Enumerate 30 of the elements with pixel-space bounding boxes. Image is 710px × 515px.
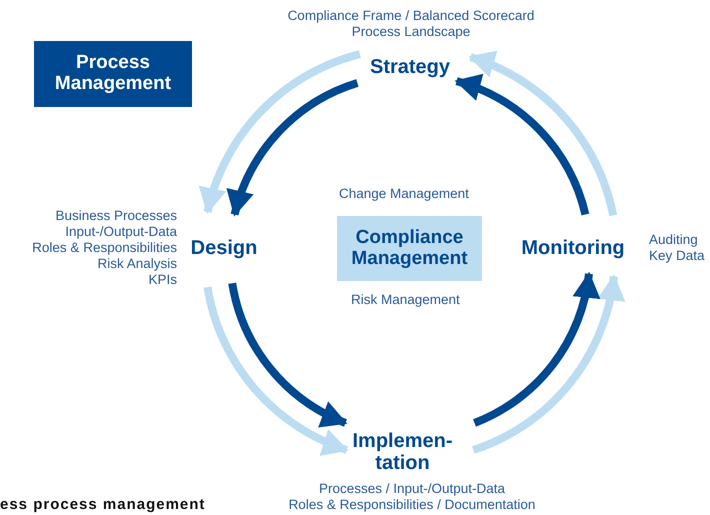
- caption-text: ess process management: [0, 496, 206, 513]
- box-title: Process Management: [54, 53, 172, 95]
- stage-label: Implemen- tation: [350, 428, 455, 476]
- annotation-text: Key Data: [649, 248, 706, 264]
- annotation-text: Input-/Output-Data: [64, 224, 177, 240]
- stage-label: Monitoring: [510, 235, 636, 261]
- stage-label: Design: [184, 235, 264, 261]
- curved-arrow: [472, 274, 624, 454]
- curved-arrow: [228, 282, 348, 427]
- curved-arrow: [204, 286, 349, 454]
- annotation-text: Risk Analysis: [96, 256, 177, 272]
- topic-label: Risk Management: [351, 292, 460, 307]
- annotation-text: Roles & Responsibilities: [31, 240, 177, 256]
- annotation-text: Auditing: [649, 232, 699, 248]
- stage-label: Strategy: [360, 54, 460, 80]
- box-title: Compliance Management: [350, 228, 469, 270]
- curved-arrow: [200, 50, 362, 214]
- annotation-text: Roles & Responsibilities / Documentation: [288, 497, 536, 513]
- title-box: [34, 41, 192, 107]
- curved-arrow: [228, 79, 359, 216]
- curved-arrow: [468, 52, 618, 216]
- topic-label: Change Management: [339, 186, 469, 201]
- annotation-text: Business Processes: [54, 208, 177, 224]
- annotation-text: Process Landscape: [350, 24, 472, 40]
- annotation-text: Processes / Input-/Output-Data: [318, 481, 506, 497]
- annotation-text: KPIs: [147, 272, 177, 288]
- annotation-text: Compliance Frame / Balanced Scorecard: [286, 8, 536, 24]
- center-box: [337, 216, 482, 281]
- curved-arrow: [454, 75, 590, 216]
- curved-arrow: [472, 272, 599, 427]
